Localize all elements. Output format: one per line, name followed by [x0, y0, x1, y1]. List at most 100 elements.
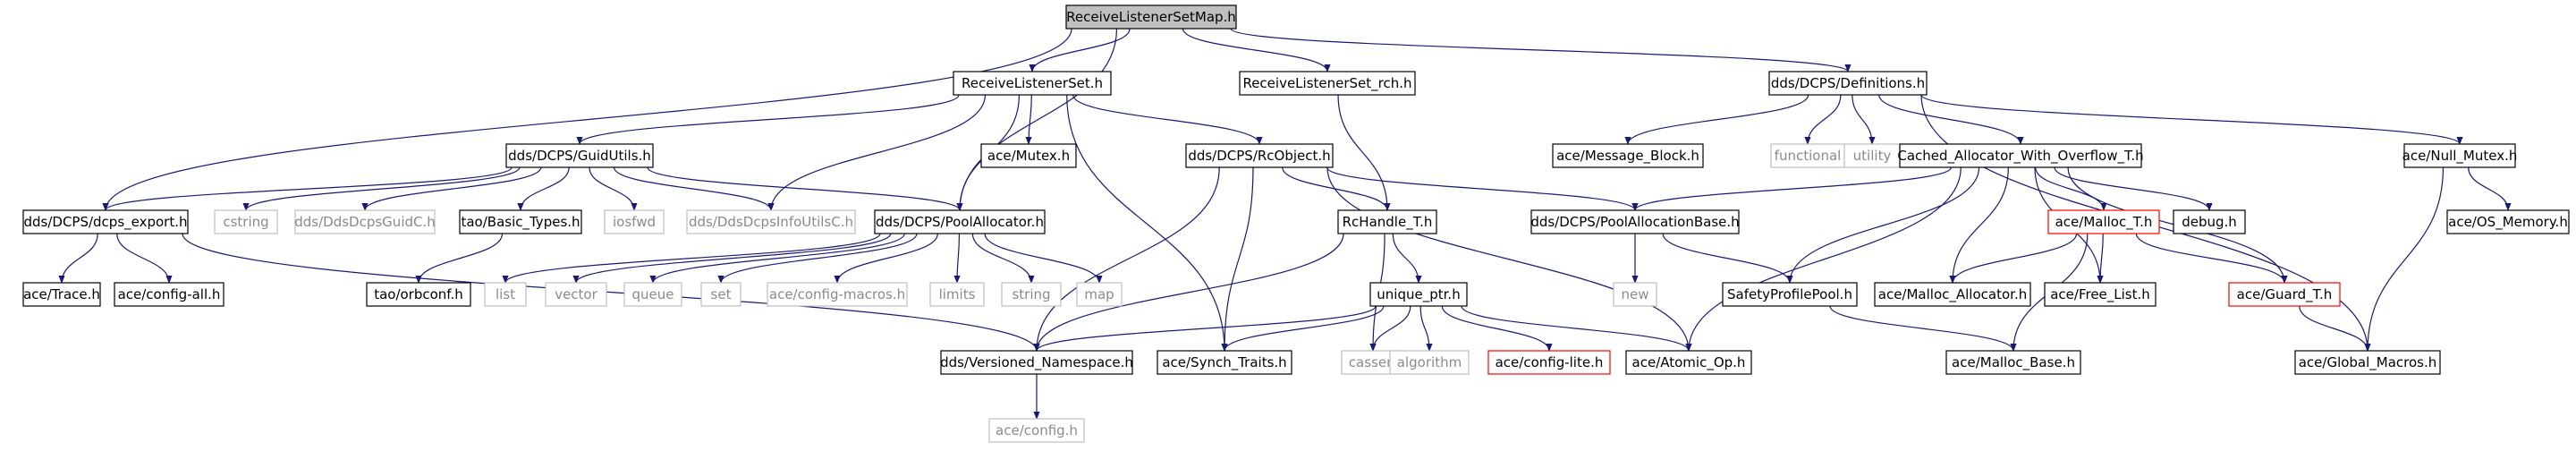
node-dds-dcps-guidutils-h[interactable]: dds/DCPS/GuidUtils.h: [505, 143, 654, 168]
node-ace-malloc-base-h[interactable]: ace/Malloc_Base.h: [1945, 350, 2081, 375]
edge-dcpsexport-to-trace: [58, 233, 98, 284]
node-ace-synch-traits-h[interactable]: ace/Synch_Traits.h: [1157, 350, 1292, 375]
node-ace-config-all-h[interactable]: ace/config-all.h: [114, 282, 225, 307]
node-box: [1874, 282, 2031, 307]
node-ace-null-mutex-h[interactable]: ace/Null_Mutex.h: [2402, 143, 2518, 168]
node-box: [1530, 209, 1740, 234]
node-dds-ddsdcpsinfoutilsc-h: dds/DdsDcpsInfoUtilsC.h: [686, 209, 856, 234]
edge-cached-to-malloct: [2035, 166, 2107, 211]
node-label: ace/config-lite.h: [1496, 354, 1604, 370]
node-box: [22, 282, 101, 307]
node-box: [1899, 143, 2142, 168]
node-label: ace/Malloc_T.h: [2055, 214, 2153, 231]
node-label: dds/Versioned_Namespace.h: [940, 354, 1133, 371]
node-box: [1722, 282, 1858, 307]
node-ace-config-lite-h[interactable]: ace/config-lite.h: [1487, 350, 1611, 375]
node-rchandle-t-h[interactable]: RcHandle_T.h: [1337, 209, 1437, 234]
edge-guidutils-to-poolalloc: [647, 166, 963, 211]
node-label: ace/OS_Memory.h: [2448, 214, 2568, 231]
node-receivelistenerset-h[interactable]: ReceiveListenerSet.h: [953, 71, 1112, 96]
edge-malloct-to-freelist: [2097, 233, 2104, 284]
node-ace-atomic-op-h[interactable]: ace/Atomic_Op.h: [1625, 350, 1752, 375]
node-box: [545, 282, 607, 307]
node-ace-mutex-h[interactable]: ace/Mutex.h: [980, 143, 1077, 168]
node-dds-dcps-dcps-export-h[interactable]: dds/DCPS/dcps_export.h: [22, 209, 189, 234]
edge-dcpsexport-to-versioned: [182, 233, 1040, 352]
edge-guidutils-to-infoutils: [613, 166, 775, 211]
edge-poolalloc-to-vector: [572, 233, 892, 284]
node-box: [1768, 71, 1928, 96]
node-label: dds/DdsDcpsGuidC.h: [294, 214, 436, 230]
node-ace-free-list-h[interactable]: ace/Free_List.h: [2044, 282, 2157, 307]
node-label: ace/Mutex.h: [987, 148, 1070, 164]
node-box: [953, 71, 1112, 96]
node-tao-orbconf-h[interactable]: tao/orbconf.h: [366, 282, 471, 307]
node-box: [1945, 350, 2081, 375]
edge-uniqueptr-to-versioned: [1033, 305, 1377, 352]
node-dds-ddsdcpsguidc-h: dds/DdsDcpsGuidC.h: [294, 209, 436, 234]
node-dds-dcps-definitions-h[interactable]: dds/DCPS/Definitions.h: [1768, 71, 1928, 96]
node-box: [505, 143, 654, 168]
edge-guidutils-to-iosfwd: [589, 166, 638, 211]
node-label: functional: [1775, 148, 1842, 164]
node-safetyprofilepool-h[interactable]: SafetyProfilePool.h: [1722, 282, 1858, 307]
node-label: ace/Malloc_Base.h: [1952, 354, 2075, 371]
node-dds-dcps-rcobject-h[interactable]: dds/DCPS/RcObject.h: [1185, 143, 1334, 168]
node-box: [484, 282, 527, 307]
node-dds-versioned-namespace-h[interactable]: dds/Versioned_Namespace.h: [940, 350, 1133, 375]
node-label: map: [1084, 286, 1114, 302]
node-ace-trace-h[interactable]: ace/Trace.h: [22, 282, 101, 307]
node-box: [366, 282, 471, 307]
node-label: debug.h: [2182, 214, 2237, 230]
node-label: dds/DCPS/RcObject.h: [1188, 148, 1330, 164]
node-tao-basic-types-h[interactable]: tao/Basic_Types.h: [459, 209, 582, 234]
node-label: ace/Global_Macros.h: [2299, 354, 2437, 371]
node-ace-guard-t-h[interactable]: ace/Guard_T.h: [2228, 282, 2341, 307]
node-box: [294, 209, 436, 234]
node-label: ReceiveListenerSet_rch.h: [1242, 75, 1411, 92]
node-label: list: [496, 286, 515, 302]
node-box: [2047, 209, 2160, 234]
node-label: ace/Message_Block.h: [1556, 148, 1699, 165]
node-ace-malloc-t-h[interactable]: ace/Malloc_T.h: [2047, 209, 2160, 234]
node-dds-dcps-poolallocationbase-h[interactable]: dds/DCPS/PoolAllocationBase.h: [1530, 209, 1740, 234]
node-ace-global-macros-h[interactable]: ace/Global_Macros.h: [2294, 350, 2441, 375]
node-set: set: [700, 282, 741, 307]
node-receivelistenerset-rch-h[interactable]: ReceiveListenerSet_rch.h: [1239, 71, 1416, 96]
node-box: [1185, 143, 1334, 168]
edge-rls-to-rcobject: [1072, 94, 1263, 145]
node-label: dds/DCPS/dcps_export.h: [23, 214, 187, 231]
edge-defs-to-functional: [1804, 94, 1842, 145]
node-unique-ptr-h[interactable]: unique_ptr.h: [1369, 282, 1468, 307]
node-box: [459, 209, 582, 234]
edge-cached-to-mallocalloc: [1949, 166, 2009, 284]
edge-uniqueptr-to-algorithm: [1419, 305, 1433, 352]
node-label: RcHandle_T.h: [1343, 214, 1433, 231]
node-box: [22, 209, 189, 234]
node-ace-os-memory-h[interactable]: ace/OS_Memory.h: [2446, 209, 2570, 234]
node-box: [2294, 350, 2441, 375]
node-box: [1552, 143, 1704, 168]
edge-cached-to-atomicop: [1685, 166, 1962, 352]
node-box: [767, 282, 908, 307]
node-label: ace/Trace.h: [23, 286, 100, 302]
node-ace-message-block-h[interactable]: ace/Message_Block.h: [1552, 143, 1704, 168]
edge-rcobject-to-synchtraits: [1221, 166, 1254, 352]
node-box: [874, 209, 1046, 234]
node-dds-dcps-poolallocator-h[interactable]: dds/DCPS/PoolAllocator.h: [874, 209, 1046, 234]
node-label: ace/Free_List.h: [2050, 286, 2150, 303]
node-ace-malloc-allocator-h[interactable]: ace/Malloc_Allocator.h: [1874, 282, 2031, 307]
node-debug-h[interactable]: debug.h: [2173, 209, 2246, 234]
edge-cached-to-debug: [2054, 166, 2213, 211]
node-map: map: [1076, 282, 1123, 307]
node-box: [1625, 350, 1752, 375]
edge-defs-to-nullmutex: [1920, 94, 2463, 145]
node-box: [2173, 209, 2246, 234]
node-receivelistenersetmap-h[interactable]: ReceiveListenerSetMap.h: [1065, 4, 1237, 30]
node-cached-allocator-with-overflow-t-h[interactable]: Cached_Allocator_With_Overflow_T.h: [1897, 143, 2144, 168]
edge-malloct-to-guardt: [2135, 233, 2288, 284]
node-ace-config-macros-h: ace/config-macros.h: [767, 282, 908, 307]
node-label: dds/DdsDcpsInfoUtilsC.h: [689, 214, 853, 230]
node-box: [1065, 4, 1237, 30]
node-string: string: [1001, 282, 1062, 307]
